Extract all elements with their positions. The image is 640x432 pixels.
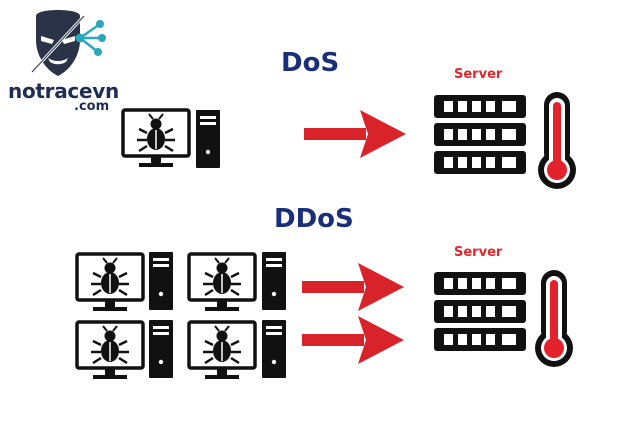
brand-tld: .com [74,99,110,114]
ddos-attacker-computer-2 [187,252,286,313]
bug-computer-icon [75,252,145,313]
network-nodes-icon [75,20,106,56]
bug-computer-icon [75,320,145,381]
ddos-arrow-top-icon [302,263,404,311]
dos-attacker-computer [121,108,220,169]
ddos-server-rack-icon [434,272,526,351]
bug-computer-icon [187,320,257,381]
pc-tower-icon [149,320,173,378]
pc-tower-icon [149,252,173,310]
ddos-attacker-computer-1 [75,252,173,313]
pc-tower-icon [196,110,220,168]
dos-title: DoS [281,48,340,78]
arrow-right-icon [304,110,406,158]
hacker-mask-icon [30,10,86,76]
pc-tower-icon [262,252,286,310]
ddos-attacker-computer-4 [187,320,286,381]
ddos-arrow-bottom-icon [302,316,404,364]
ddos-title: DDoS [274,204,354,234]
dos-thermometer-icon [538,92,576,189]
dos-server-label: Server [454,67,503,82]
dos-server-rack-icon [434,95,526,174]
ddos-server-label: Server [454,245,503,260]
bug-computer-icon [121,108,191,169]
brand-name: notracevn [8,79,119,103]
ddos-thermometer-icon [535,270,573,367]
ddos-attacker-computer-3 [75,320,173,381]
bug-computer-icon [187,252,257,313]
pc-tower-icon [262,320,286,378]
